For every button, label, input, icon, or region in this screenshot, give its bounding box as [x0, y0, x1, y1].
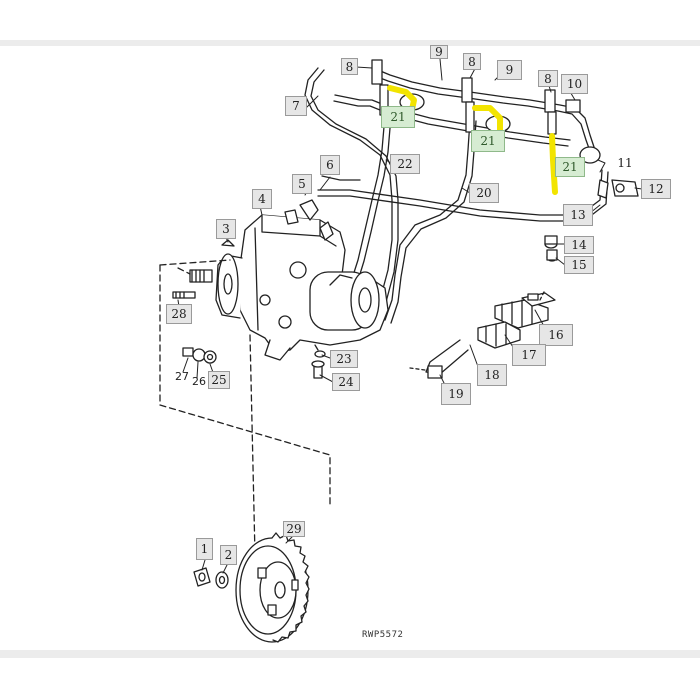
callout-8: 8 [538, 70, 558, 87]
small-parts-left [172, 239, 326, 379]
callout-7: 7 [285, 96, 307, 116]
callout-9: 9 [430, 45, 448, 59]
top-border [0, 40, 700, 46]
callout-1: 1 [196, 538, 213, 560]
callout-24: 24 [332, 373, 360, 391]
callout-18: 18 [477, 364, 507, 386]
callout-8: 8 [463, 53, 481, 70]
callout-12: 12 [641, 179, 671, 199]
callout-15: 15 [564, 256, 594, 274]
callout-20: 20 [469, 183, 499, 203]
callout-8: 8 [341, 58, 358, 75]
callout-28: 28 [166, 304, 192, 324]
callout-13: 13 [563, 204, 593, 226]
callout-27: 27 [175, 370, 189, 383]
callout-21: 21 [471, 130, 505, 152]
callout-19: 19 [441, 383, 471, 405]
bottom-border [0, 650, 700, 658]
highlighted-leak-off-pipes [387, 85, 558, 195]
callout-2: 2 [220, 545, 237, 565]
callout-9: 9 [497, 60, 522, 80]
callout-17: 17 [512, 344, 546, 366]
pipe-clamps [409, 235, 558, 379]
pump-drive-gear [193, 532, 310, 643]
callout-25: 25 [208, 371, 230, 389]
callout-3: 3 [216, 219, 236, 239]
callout-4: 4 [252, 189, 272, 209]
callout-23: 23 [330, 350, 358, 368]
callout-14: 14 [564, 236, 594, 254]
injector-nozzles [371, 59, 639, 199]
callout-16: 16 [539, 324, 573, 346]
callout-22: 22 [390, 154, 420, 174]
callout-21: 21 [381, 106, 415, 128]
callout-29: 29 [283, 521, 305, 537]
callout-26: 26 [192, 375, 206, 388]
callout-10: 10 [561, 74, 588, 94]
callout-6: 6 [320, 155, 340, 175]
injection-pump [189, 199, 389, 361]
callout-5: 5 [292, 174, 312, 194]
callout-11: 11 [617, 156, 633, 170]
drawing-code: RWP5572 [362, 630, 404, 640]
explode-guides [159, 259, 331, 556]
injection-lines [304, 67, 609, 324]
callout-21: 21 [555, 157, 585, 177]
